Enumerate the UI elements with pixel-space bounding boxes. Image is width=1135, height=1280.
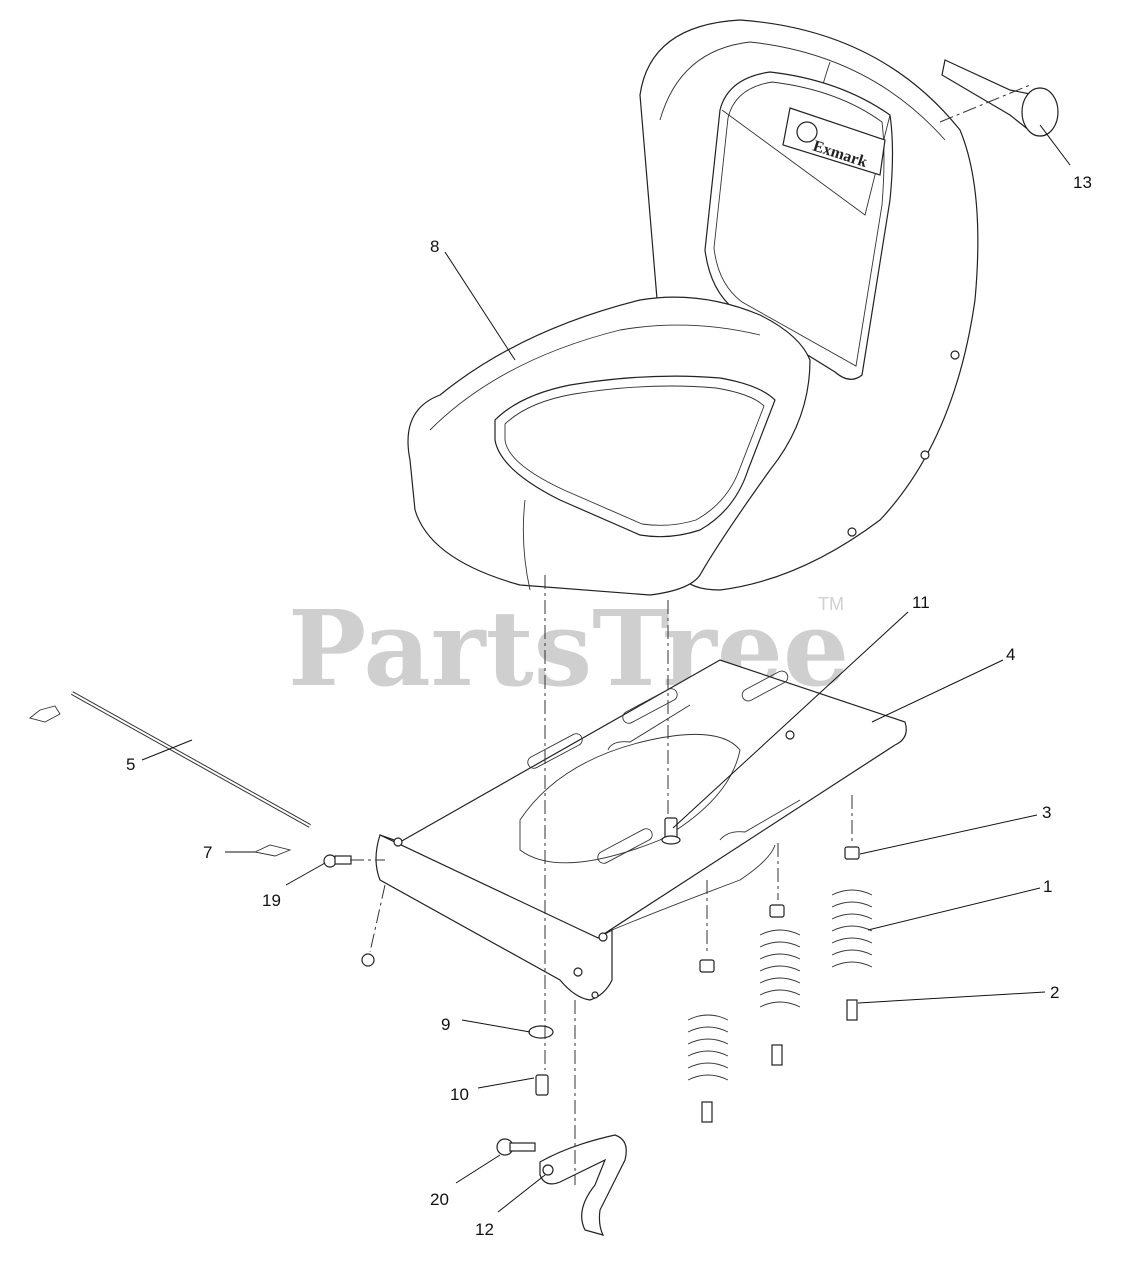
spring-assembly-1 (687, 959, 729, 1123)
bolt-part-20 (496, 1138, 536, 1156)
part-19-bolt (323, 854, 385, 868)
callout-5: 5 (126, 755, 135, 774)
bolt-part-10 (535, 1074, 549, 1096)
callout-8: 8 (430, 237, 439, 256)
callout-7: 7 (203, 843, 212, 862)
seat-pan-part-4 (375, 659, 907, 1001)
rod-part-5 (29, 691, 311, 828)
callout-12: 12 (475, 1220, 494, 1239)
callout-13: 13 (1073, 173, 1092, 192)
spring-assembly-3 (831, 846, 873, 1021)
callout-3: 3 (1042, 803, 1051, 822)
callout-9: 9 (441, 1015, 450, 1034)
part-11-bolt (661, 817, 681, 845)
callout-19: 19 (262, 891, 281, 910)
callout-2: 2 (1050, 983, 1059, 1002)
alignment-lines (361, 575, 853, 1185)
spring-assembly-2 (759, 904, 801, 1066)
callout-4: 4 (1006, 645, 1015, 664)
seat-part-8: Exmark (407, 19, 979, 596)
part-13-key (939, 59, 1059, 137)
bracket-part-12 (539, 1134, 627, 1236)
callouts: 8 13 11 4 5 7 19 3 1 2 9 10 20 12 (126, 124, 1092, 1239)
hairpin-part-7 (253, 844, 292, 857)
callout-10: 10 (450, 1085, 469, 1104)
callout-11: 11 (912, 593, 930, 612)
watermark-tm: TM (818, 594, 844, 614)
callout-20: 20 (430, 1190, 449, 1209)
exmark-logo: Exmark (782, 107, 886, 176)
callout-1: 1 (1043, 877, 1052, 896)
washer-part-9 (528, 1025, 554, 1039)
